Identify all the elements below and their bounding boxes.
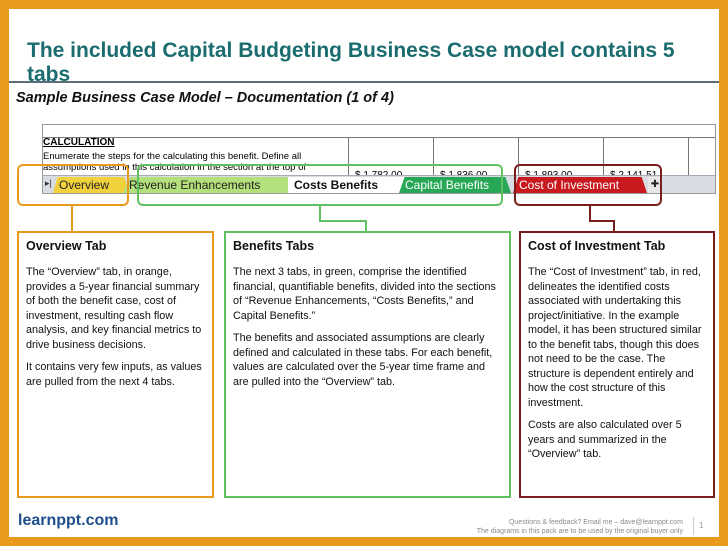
- tab-scroll-icon[interactable]: ▸|: [45, 178, 52, 188]
- footer-line: Questions & feedback? Email me – dave@le…: [508, 519, 683, 526]
- cost-connector: [589, 206, 591, 220]
- grid-line: [603, 137, 604, 187]
- calculation-heading: CALCULATION: [43, 137, 115, 148]
- overview-box-paragraph: It contains very few inputs, as values a…: [26, 361, 202, 388]
- tab-overview[interactable]: Overview: [53, 177, 129, 193]
- tab-costs-benefits[interactable]: Costs Benefits: [288, 177, 408, 193]
- tab-cost-of-investment[interactable]: Cost of Investment: [513, 177, 647, 193]
- grid-line: [518, 137, 519, 187]
- page-divider: [693, 517, 694, 535]
- cost-of-investment-box: Cost of Investment Tab The “Cost of Inve…: [519, 231, 715, 498]
- cost-box-paragraph: Costs are also calculated over 5 years a…: [528, 419, 682, 460]
- benefits-connector: [319, 206, 321, 220]
- cost-highlight: [514, 164, 662, 206]
- grid-line: [688, 137, 689, 187]
- cost-box-heading: Cost of Investment Tab: [528, 239, 666, 253]
- title-divider: [9, 81, 719, 83]
- sheet-tab-bar: ▸| Overview Revenue Enhancements Costs B…: [43, 175, 715, 193]
- footer-line: The diagrams in this pack are to be used…: [476, 528, 683, 535]
- tab-revenue-enhancements[interactable]: Revenue Enhancements: [123, 177, 299, 193]
- calculation-text: Enumerate the steps for the calculating …: [43, 151, 306, 173]
- overview-connector: [71, 220, 73, 233]
- benefits-tabs-box: Benefits Tabs The next 3 tabs, in green,…: [224, 231, 511, 498]
- overview-tab-box: Overview Tab The “Overview” tab, in oran…: [17, 231, 214, 498]
- brand-logo: learnppt.com: [18, 512, 119, 529]
- benefits-box-paragraph: The benefits and associated assumptions …: [233, 332, 493, 388]
- slide-title: The included Capital Budgeting Business …: [27, 39, 675, 86]
- overview-highlight: [17, 164, 129, 206]
- benefits-box-heading: Benefits Tabs: [233, 239, 315, 253]
- footer-note: Questions & feedback? Email me – dave@le…: [459, 518, 683, 536]
- new-sheet-icon[interactable]: ✚: [648, 177, 662, 193]
- overview-box-paragraph: The “Overview” tab, in orange, provides …: [26, 266, 202, 351]
- tab-capital-benefits[interactable]: Capital Benefits: [399, 177, 511, 193]
- overview-box-heading: Overview Tab: [26, 239, 107, 253]
- spreadsheet-preview: CALCULATION Enumerate the steps for the …: [42, 124, 716, 194]
- grid-line: [43, 137, 715, 138]
- grid-line: [348, 137, 349, 187]
- slide-subtitle: Sample Business Case Model – Documentati…: [16, 90, 394, 106]
- cost-box-paragraph: The “Cost of Investment” tab, in red, de…: [528, 266, 702, 409]
- benefits-box-paragraph: The next 3 tabs, in green, comprise the …: [233, 266, 496, 322]
- benefits-connector: [319, 220, 367, 233]
- benefits-highlight: [137, 164, 503, 206]
- page-number: 1: [699, 521, 704, 530]
- overview-connector: [71, 206, 73, 220]
- cost-connector: [589, 220, 615, 233]
- grid-line: [433, 137, 434, 187]
